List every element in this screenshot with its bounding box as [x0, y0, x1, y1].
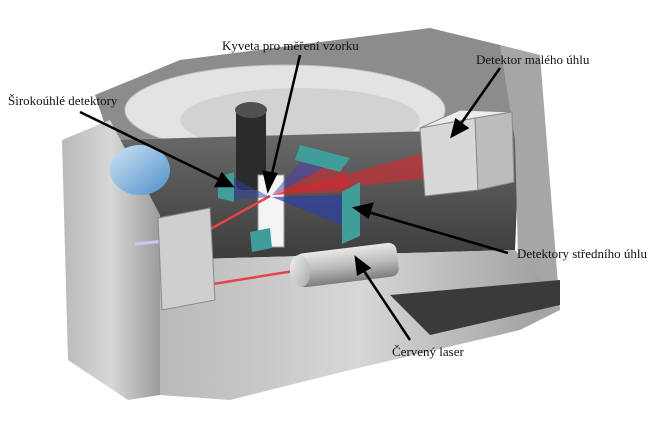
cuvette-holder-cap — [235, 102, 267, 118]
arrow-mid-angle-head — [351, 202, 374, 219]
arrow-wide-angle-head — [213, 171, 235, 188]
arrow-small-angle-head — [450, 117, 470, 139]
small-angle-detector-box-front — [419, 117, 479, 197]
label-mid-angle-detectors: Detektory středního úhlu — [517, 246, 647, 261]
mid-angle-detector-upper — [295, 145, 350, 172]
cuvette-holder-stem — [236, 105, 266, 190]
front-dark-band — [390, 280, 560, 335]
red-laser-cylinder — [295, 242, 399, 288]
arrow-cuvette-head — [262, 170, 278, 194]
housing-front-panel — [160, 250, 560, 400]
label-cuvette: Kyveta pro měření vzorku — [222, 38, 359, 53]
label-red-laser: Červený laser — [392, 344, 464, 359]
arrow-small-angle — [458, 67, 502, 126]
arrow-laser — [360, 267, 412, 341]
label-wide-angle-detectors: Širokoúhlé detektory — [8, 93, 118, 108]
blue-scatter-beam — [272, 195, 345, 225]
arrow-wide-angle — [79, 110, 221, 182]
arrow-laser-head — [354, 255, 372, 276]
blue-dome-lens — [110, 145, 170, 195]
arrow-mid-angle — [367, 210, 509, 255]
small-angle-detector-box-side — [474, 111, 515, 191]
label-small-angle-detector: Detektor malého úhlu — [476, 52, 590, 67]
cuvette-side-detector — [250, 228, 272, 252]
housing-right-wall — [500, 45, 560, 330]
blue-scatter-beam-left — [230, 176, 270, 200]
mid-angle-detector-lower — [342, 182, 360, 244]
laser-source-box — [157, 207, 216, 311]
red-laser-cylinder-end — [289, 255, 311, 287]
arrow-cuvette — [269, 54, 302, 179]
